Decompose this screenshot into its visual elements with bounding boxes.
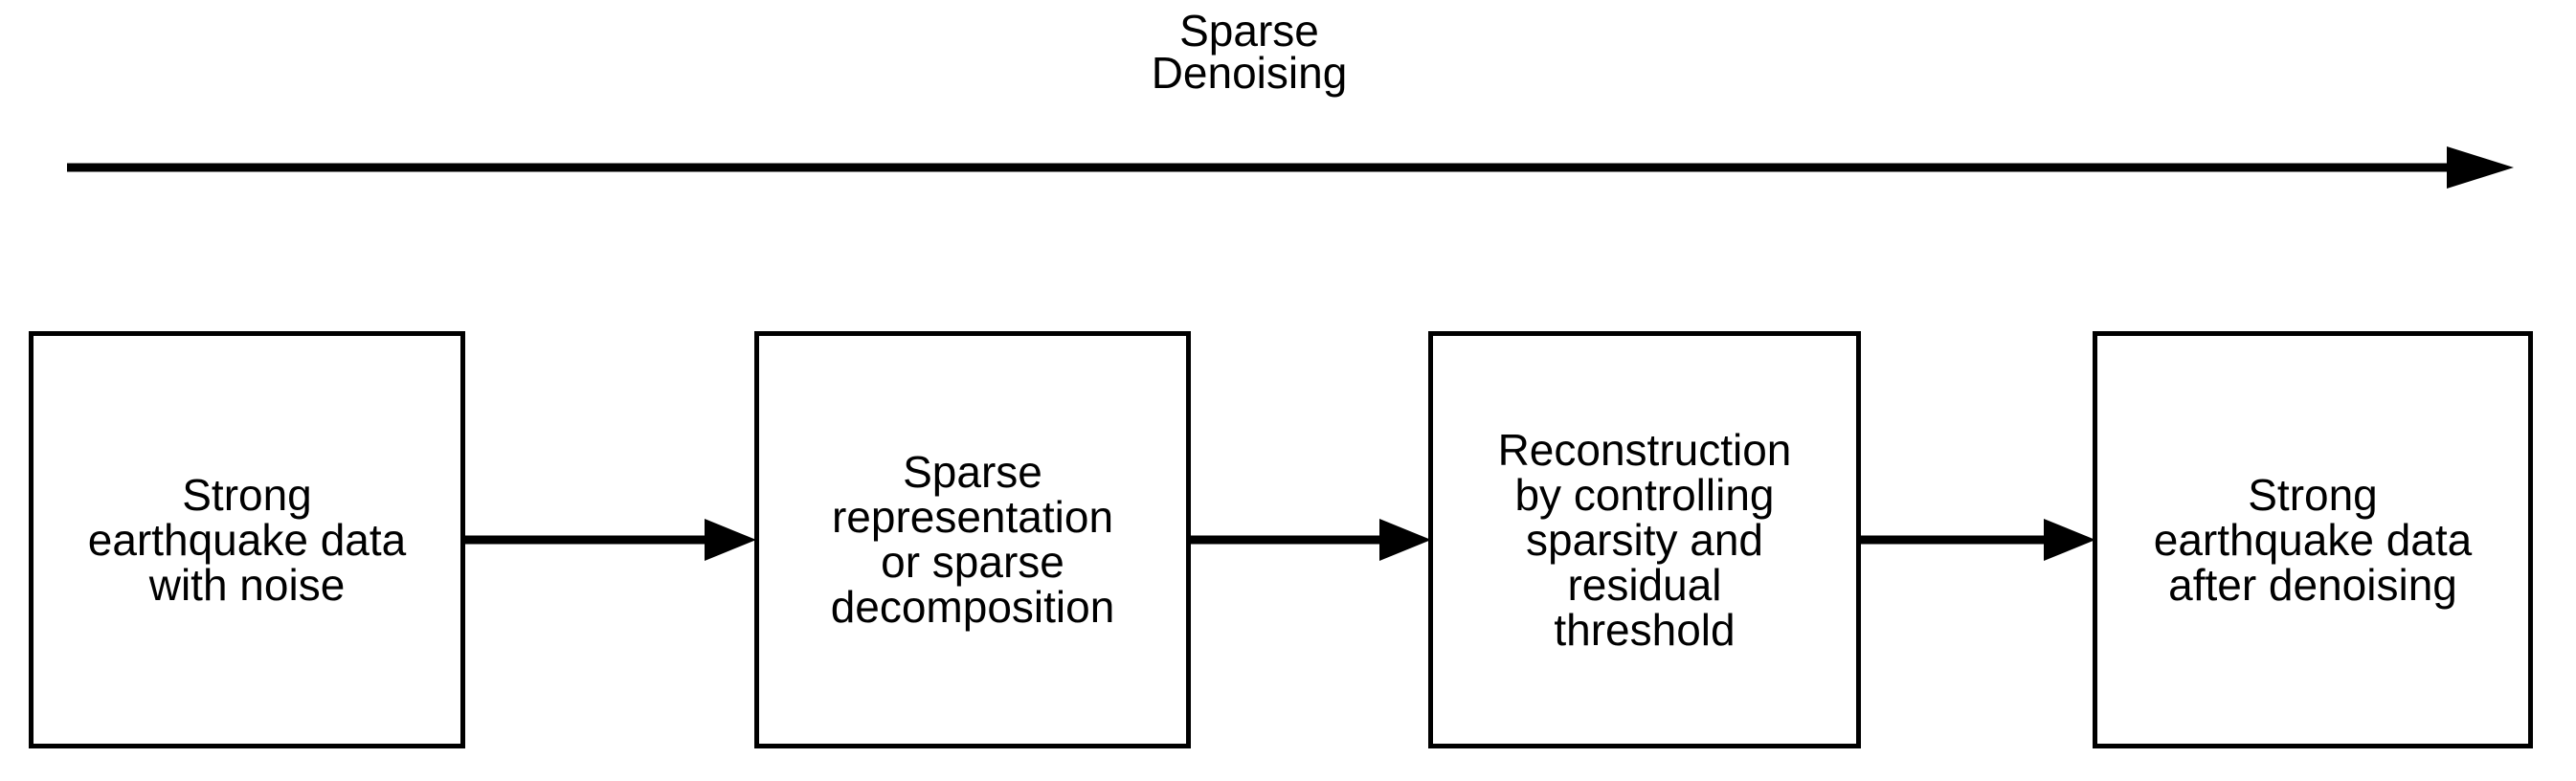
node-output-denoised-data[interactable]: Strong earthquake data after denoising	[2093, 331, 2533, 748]
node-label: Sparse representation or sparse decompos…	[830, 447, 1115, 632]
sparse-denoising-pipeline-arrow	[67, 139, 2518, 196]
node-input-noisy-data[interactable]: Strong earthquake data with noise	[29, 331, 465, 748]
node-reconstruction[interactable]: Reconstruction by controlling sparsity a…	[1428, 331, 1861, 748]
connector-arrow-3	[1859, 511, 2095, 569]
connector-arrow-1	[463, 511, 756, 569]
node-label: Strong earthquake data with noise	[87, 469, 407, 610]
process-title: Sparse Denoising	[1151, 6, 1348, 98]
node-label: Strong earthquake data after denoising	[2153, 469, 2473, 610]
node-label: Reconstruction by controlling sparsity a…	[1497, 424, 1792, 655]
node-sparse-representation[interactable]: Sparse representation or sparse decompos…	[754, 331, 1191, 748]
connector-arrow-2	[1189, 511, 1431, 569]
